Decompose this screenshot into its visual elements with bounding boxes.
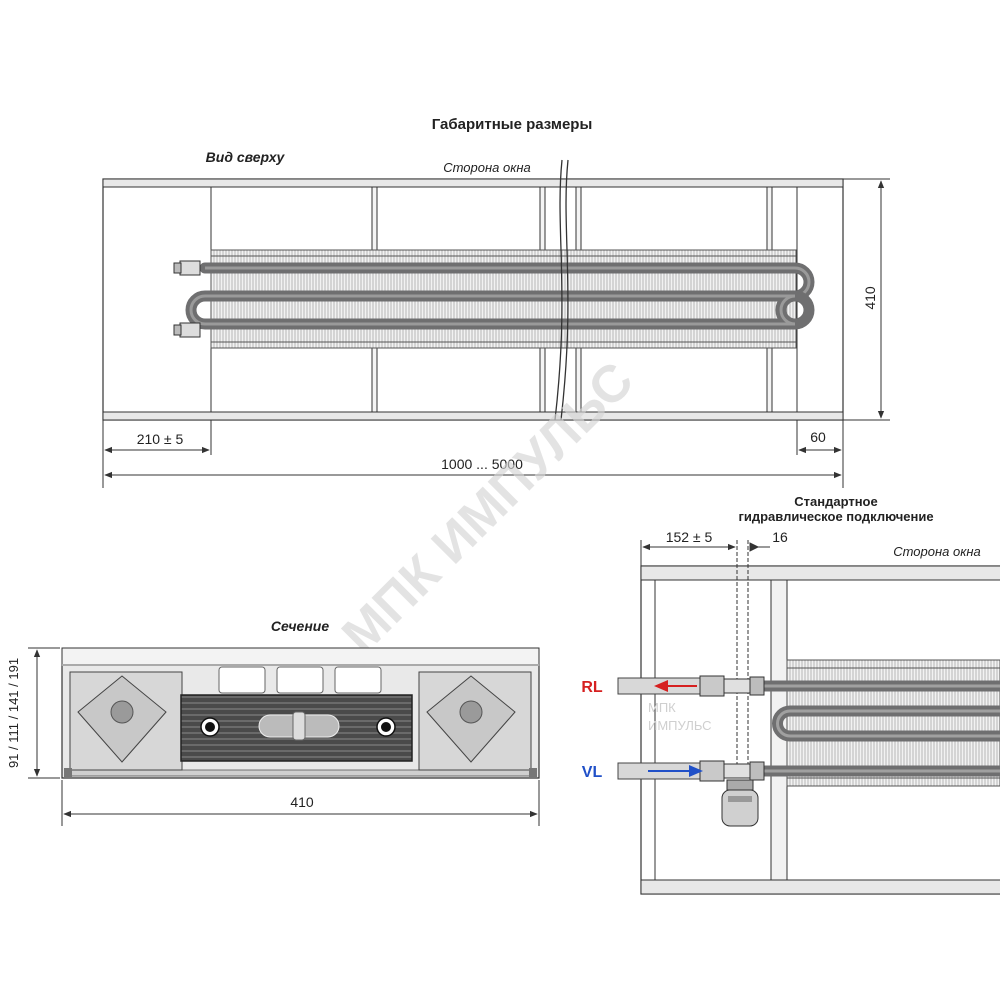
section-height-label: 91 / 111 / 141 / 191 (6, 658, 21, 768)
hydraulic-axis-lines (736, 540, 749, 780)
section-dims (28, 647, 540, 826)
fan-logo-right (459, 700, 483, 724)
hydraulic-label-line1: Стандартное (794, 494, 877, 509)
top-view-top-rim (102, 178, 844, 188)
thermostatic-head (721, 779, 759, 827)
dim-bottom (102, 420, 844, 488)
return-valve (699, 675, 765, 697)
dim-height-label: 410 (862, 286, 878, 310)
section-vent-slots (218, 666, 382, 694)
rl-label: RL (581, 679, 603, 696)
hydraulic-view: Стандартное гидравлическое подключение С… (581, 494, 1000, 895)
connection-fitting-bottom (173, 322, 201, 338)
dim-right-label: 60 (810, 429, 826, 445)
section-width-label: 410 (290, 794, 314, 810)
top-view-bottom-rim (102, 411, 844, 421)
hydraulic-offset-label: 152 ± 5 (666, 529, 713, 545)
section-view: Сечение (6, 618, 540, 826)
page-title: Габаритные размеры (432, 116, 593, 133)
break-line (554, 159, 569, 421)
watermark-logo-line1: МПК (648, 700, 676, 715)
supply-valve (699, 760, 765, 782)
hydraulic-window-side: Сторона окна (893, 544, 981, 559)
hydraulic-small-label: 16 (772, 529, 788, 545)
fan-logo-left (110, 700, 134, 724)
hydraulic-label-line2: гидравлическое подключение (738, 509, 933, 524)
top-view: Вид сверху Сторона окна (102, 149, 890, 488)
rl-arrow (654, 680, 697, 692)
watermark-logo-line2: ИМПУЛЬС (648, 718, 712, 733)
section-label: Сечение (271, 618, 330, 634)
dim-left-label: 210 ± 5 (137, 431, 184, 447)
top-view-label: Вид сверху (206, 149, 286, 165)
hydraulic-dims (640, 540, 770, 566)
vl-label: VL (582, 764, 603, 781)
dim-height (843, 178, 890, 421)
section-grille-top (61, 647, 540, 667)
dim-length-label: 1000 ... 5000 (441, 456, 523, 472)
vl-arrow (648, 765, 703, 777)
connection-fitting-top (173, 260, 201, 276)
window-side-label: Сторона окна (443, 160, 531, 175)
